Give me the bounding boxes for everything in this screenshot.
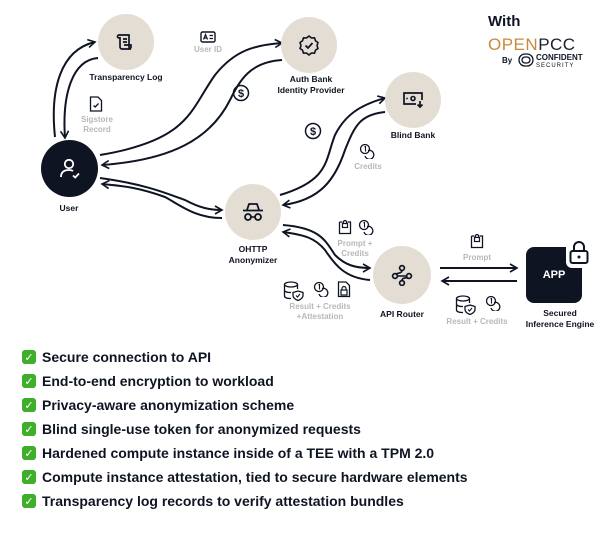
result-credits-label: Result + Credits [446,317,508,326]
svg-text:$: $ [238,88,244,100]
cash-deposit-icon [403,92,424,109]
dollar-coin-icon: $ [232,84,250,102]
feature-item: ✓ End-to-end encryption to workload [22,369,468,393]
database-shield-icon [283,281,304,301]
arrow-ohttp-to-user [100,179,223,219]
user-check-icon [59,158,80,179]
ohttp-label: OHTTP Anonymizer [218,244,288,266]
scroll-icon [116,34,132,50]
node-blind-bank[interactable] [385,72,441,128]
arrow-auth-to-user [100,59,283,170]
locked-file-icon [337,281,351,298]
feature-text: Compute instance attestation, tied to se… [42,469,468,485]
database-shield-icon [455,295,476,315]
checkmark-icon: ✓ [22,350,36,364]
prompt-credits-line2: Credits [341,249,369,258]
feature-list: ✓ Secure connection to API ✓ End-to-end en… [22,345,468,513]
svg-text:$: $ [310,126,316,138]
document-check-icon [89,96,103,112]
prompt-credits-label: Prompt + Credits [330,239,380,259]
brand-company: CONFIDENT SECURITY [536,54,583,70]
arrow-user-to-auth [99,38,284,156]
arrow-user-to-tlog [52,38,97,138]
feature-item: ✓ Secure connection to API [22,345,468,369]
brand-product-part1: OPEN [488,35,539,54]
brand-product-part2: PCC [538,35,576,54]
feature-text: Blind single-use token for anonymized re… [42,421,361,437]
transparency-log-label: Transparency Log [89,72,163,82]
result-credits-attestation-label: Result + Credits +Attestation [280,302,360,322]
feature-item: ✓ Transparency log records to verify atte… [22,489,468,513]
brand-company-line1: CONFIDENT [536,53,583,62]
node-ohttp-anonymizer[interactable] [225,184,281,240]
blind-bank-label: Blind Bank [390,130,436,140]
brand-with-label: With [488,13,521,30]
prompt-label: Prompt [463,253,491,262]
feature-text: Transparency log records to verify attes… [42,493,404,509]
dollar-coin-icon: $ [304,122,322,140]
app-label: APP [542,269,566,281]
arrow-ohttp-to-router [282,224,372,273]
checkmark-icon: ✓ [22,374,36,388]
result-credits-att-line1: Result + Credits [289,302,351,311]
feature-item: ✓ Privacy-aware anonymization scheme [22,393,468,417]
inference-label-line2: Inference Engine [525,319,595,329]
sigstore-record-label: Sigstore Record [72,115,122,135]
locked-document-icon [338,219,352,235]
lock-icon [569,241,589,264]
node-user[interactable] [41,140,98,197]
coins-icon [313,281,329,297]
confident-security-logo-icon [518,53,534,67]
feature-item: ✓ Hardened compute instance inside of a T… [22,441,468,465]
checkmark-icon: ✓ [22,446,36,460]
credits-label: Credits [354,162,382,171]
arrow-ohttp-to-blindbank [279,95,387,196]
arrow-user-to-ohttp [99,177,224,215]
feature-item: ✓ Blind single-use token for anonymized r… [22,417,468,441]
user-label: User [59,203,79,213]
checkmark-icon: ✓ [22,470,36,484]
sigstore-label-line1: Sigstore [80,115,113,124]
checkmark-icon: ✓ [22,422,36,436]
inference-label-line1: Secured [543,308,577,318]
feature-item: ✓ Compute instance attestation, tied to s… [22,465,468,489]
node-auth-bank[interactable] [281,17,337,73]
brand-company-line2: SECURITY [536,63,575,69]
brand-product-name: OPENPCC [488,35,576,55]
feature-text: Privacy-aware anonymization scheme [42,397,295,413]
coins-icon [485,295,501,311]
node-api-router[interactable] [373,246,431,304]
feature-text: Hardened compute instance inside of a TE… [42,445,435,461]
prompt-credits-line1: Prompt + [337,239,373,248]
sigstore-label-line2: Record [83,125,111,134]
node-transparency-log[interactable] [98,14,154,70]
flow-arrows [52,38,519,286]
coins-icon [359,143,375,159]
brand-by-label: By [502,56,513,65]
user-id-label: User ID [193,45,222,54]
ohttp-label-line2: Anonymizer [228,255,278,265]
result-credits-att-line2: +Attestation [296,312,344,321]
coins-icon [358,219,374,235]
auth-bank-label-line1: Auth Bank [289,74,333,84]
ohttp-label-line1: OHTTP [238,244,268,254]
auth-bank-label: Auth Bank Identity Provider [266,74,356,96]
id-card-icon [200,31,216,43]
incognito-icon [243,203,263,221]
checkmark-icon: ✓ [22,494,36,508]
auth-bank-label-line2: Identity Provider [277,85,345,95]
feature-text: End-to-end encryption to workload [42,373,274,389]
locked-document-icon [470,233,484,249]
arrow-router-to-ohttp [281,228,371,281]
arrow-tlog-to-user [59,57,99,140]
nodes-icon [391,264,413,286]
inference-label: Secured Inference Engine [512,308,608,330]
checkmark-icon: ✓ [22,398,36,412]
arrow-blindbank-to-ohttp [281,111,386,209]
feature-text: Secure connection to API [42,349,212,365]
api-router-label: API Router [380,309,424,319]
verified-badge-icon [299,35,319,56]
